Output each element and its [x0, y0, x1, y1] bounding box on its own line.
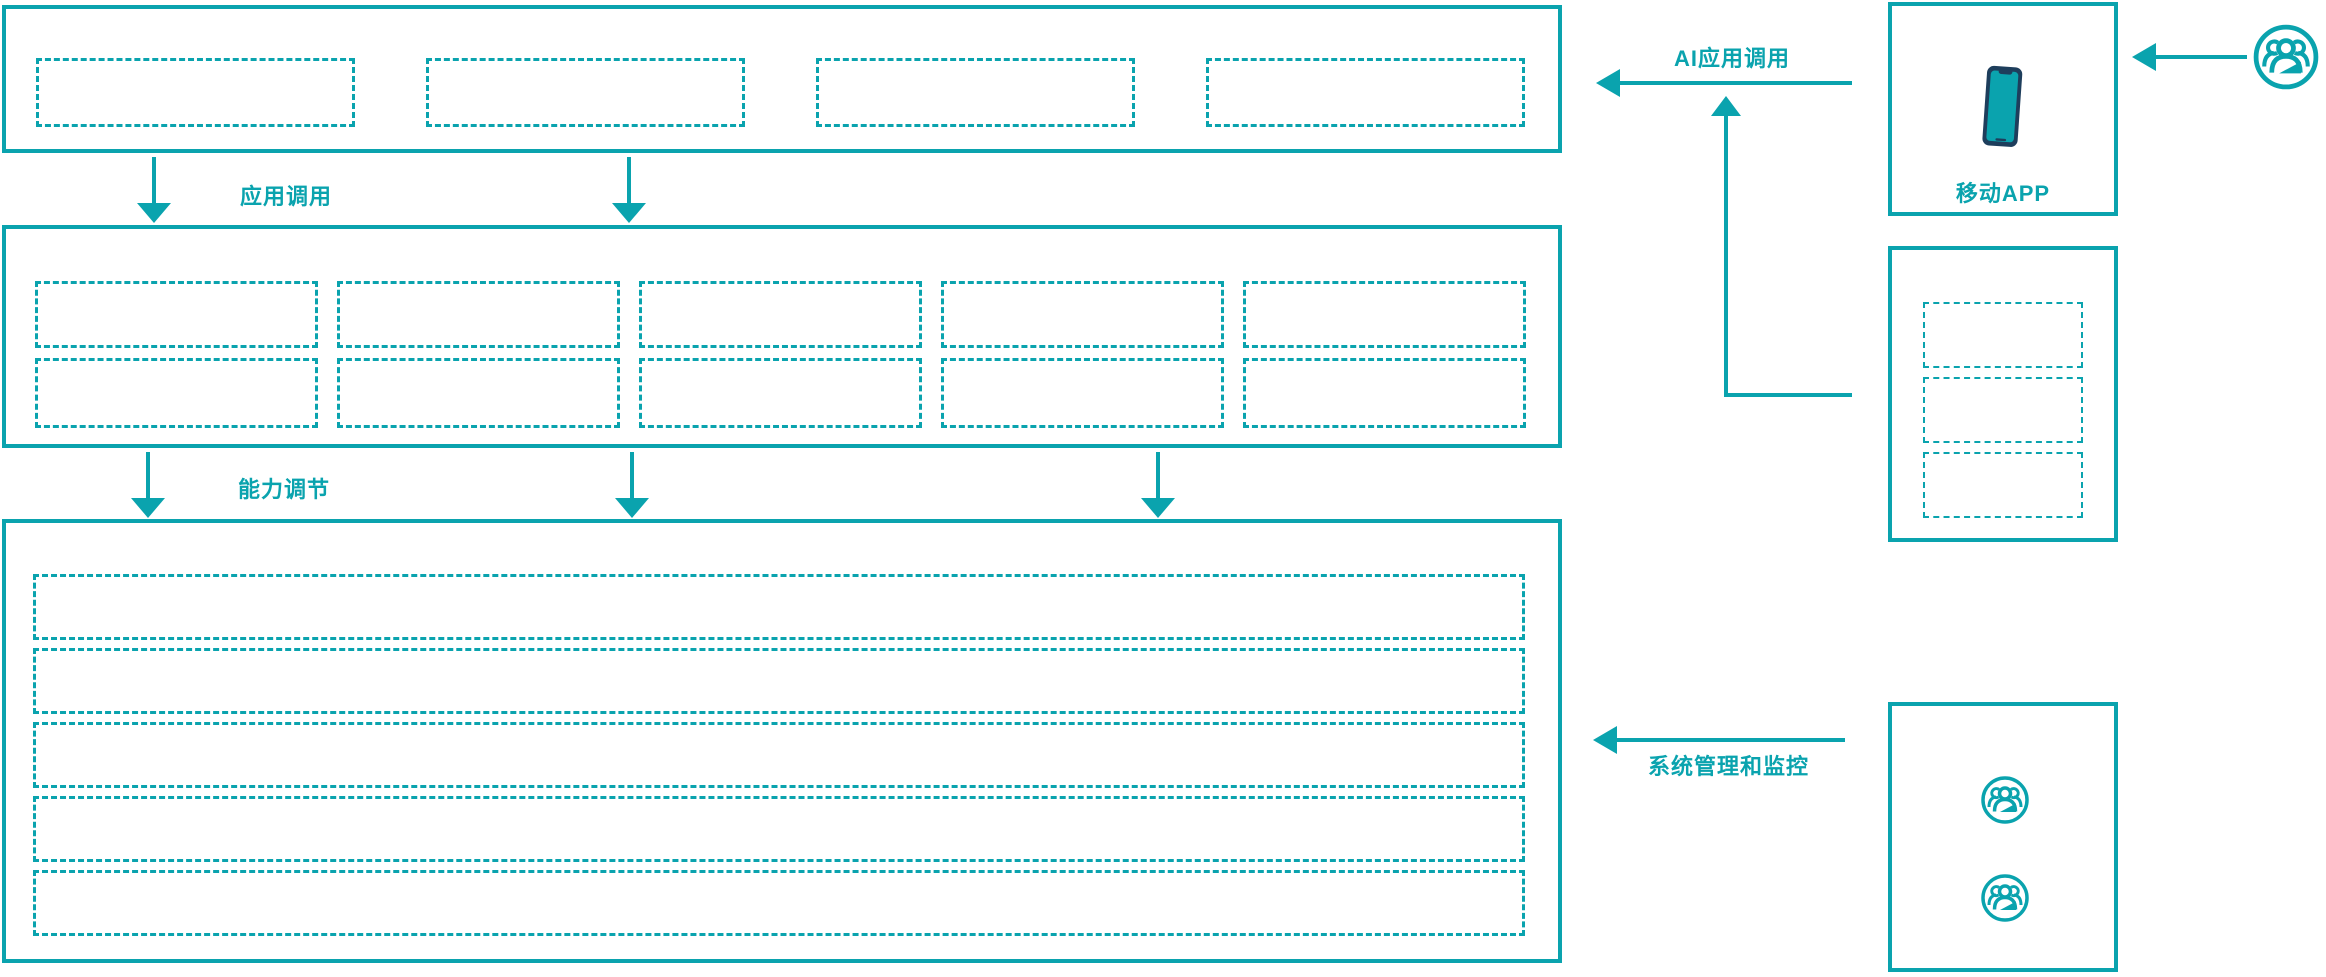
middle-slot-row-2 — [35, 358, 1526, 428]
user-group-icon — [1981, 874, 2029, 922]
middle-panel-slot — [639, 358, 922, 428]
bottom-row-stack — [33, 574, 1525, 936]
mobile-app-label: 移动APP — [1955, 181, 2051, 206]
middle-panel-slot — [35, 281, 318, 348]
stack-panel-slot — [1923, 377, 2083, 443]
stack-slot-col — [1923, 302, 2083, 518]
middle-panel-slot — [337, 281, 620, 348]
top-panel-slot — [426, 58, 745, 127]
user-group-icon — [1981, 776, 2029, 824]
capability-tuning-label: 能力调节 — [238, 477, 331, 502]
bottom-panel-row — [33, 574, 1525, 640]
middle-panel-slot — [337, 358, 620, 428]
admin-panel — [1888, 702, 2118, 972]
system-management-label: 系统管理和监控 — [1648, 754, 1810, 779]
top-slot-row — [36, 58, 1525, 127]
mobile-app-box: 移动APP — [1888, 2, 2118, 216]
bottom-panel-row — [33, 796, 1525, 862]
top-panel-slot — [36, 58, 355, 127]
user-group-icon — [2253, 24, 2319, 90]
middle-panel-slot — [1243, 358, 1526, 428]
app-call-label: 应用调用 — [240, 184, 333, 209]
top-panel-slot — [1206, 58, 1525, 127]
bottom-panel-row — [33, 648, 1525, 714]
middle-slot-row-1 — [35, 281, 1526, 348]
bottom-layer-panel — [2, 519, 1562, 963]
ai-app-call-label: AI应用调用 — [1674, 46, 1791, 71]
smartphone-icon — [1982, 65, 2023, 147]
top-panel-slot — [816, 58, 1135, 127]
middle-layer-panel — [2, 225, 1562, 448]
bottom-panel-row — [33, 870, 1525, 936]
bottom-panel-row — [33, 722, 1525, 788]
stack-panel-slot — [1923, 452, 2083, 518]
top-layer-panel — [2, 5, 1562, 153]
middle-panel-slot — [1243, 281, 1526, 348]
middle-panel-slot — [639, 281, 922, 348]
middle-panel-slot — [35, 358, 318, 428]
stack-panel — [1888, 246, 2118, 542]
stack-panel-slot — [1923, 302, 2083, 368]
middle-panel-slot — [941, 281, 1224, 348]
middle-panel-slot — [941, 358, 1224, 428]
